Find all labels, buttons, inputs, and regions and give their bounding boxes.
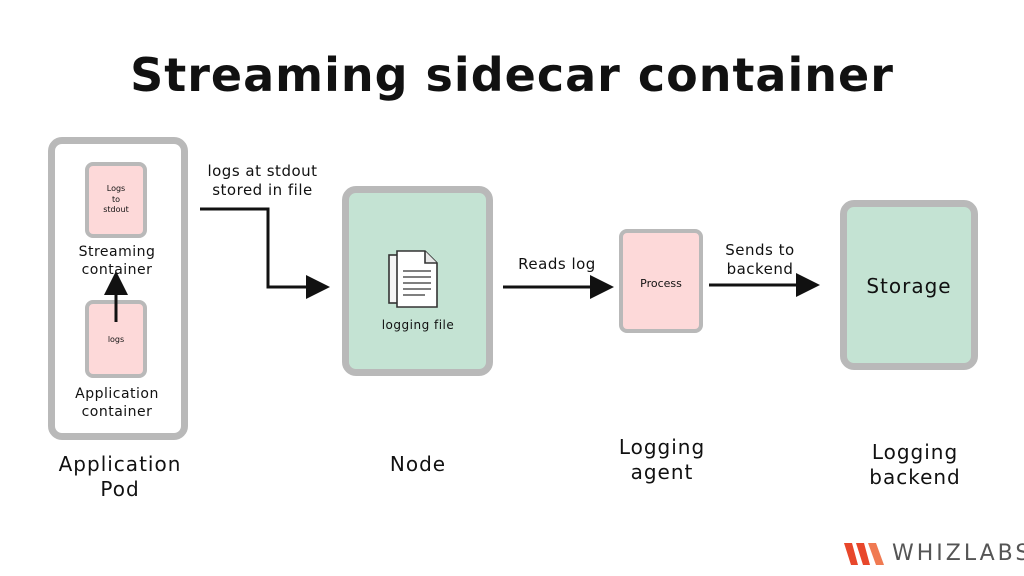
application-container-text: logs bbox=[107, 334, 125, 344]
streaming-container-box: Logs to stdout bbox=[85, 162, 147, 238]
logging-backend-text: Storage bbox=[866, 274, 952, 298]
pod-to-node-arrow bbox=[200, 207, 330, 299]
logging-agent-caption: Logging agent bbox=[618, 435, 706, 484]
streaming-container-text: Logs to stdout bbox=[103, 183, 129, 215]
whizlabs-logo-icon bbox=[842, 541, 886, 571]
logging-agent-box: Process bbox=[619, 229, 703, 333]
application-container-box: logs bbox=[85, 300, 147, 378]
logging-agent-text: Process bbox=[640, 277, 682, 290]
brand-name: WHIZLABS bbox=[892, 541, 1024, 566]
logging-file-label: logging file bbox=[381, 318, 455, 332]
pod-to-node-label: logs at stdout stored in file bbox=[207, 162, 318, 199]
node-to-agent-label: Reads log bbox=[518, 255, 596, 273]
application-pod-caption: Application Pod bbox=[58, 452, 182, 501]
logging-backend-box bbox=[840, 200, 978, 370]
application-container-label: Application container bbox=[75, 386, 159, 420]
diagram-title: Streaming sidecar container bbox=[130, 48, 894, 102]
logging-backend-caption: Logging backend bbox=[869, 440, 961, 489]
agent-to-backend-label: Sends to backend bbox=[725, 241, 795, 278]
streaming-container-label: Streaming container bbox=[78, 244, 156, 278]
document-icon bbox=[385, 249, 447, 315]
node-caption: Node bbox=[389, 452, 447, 476]
